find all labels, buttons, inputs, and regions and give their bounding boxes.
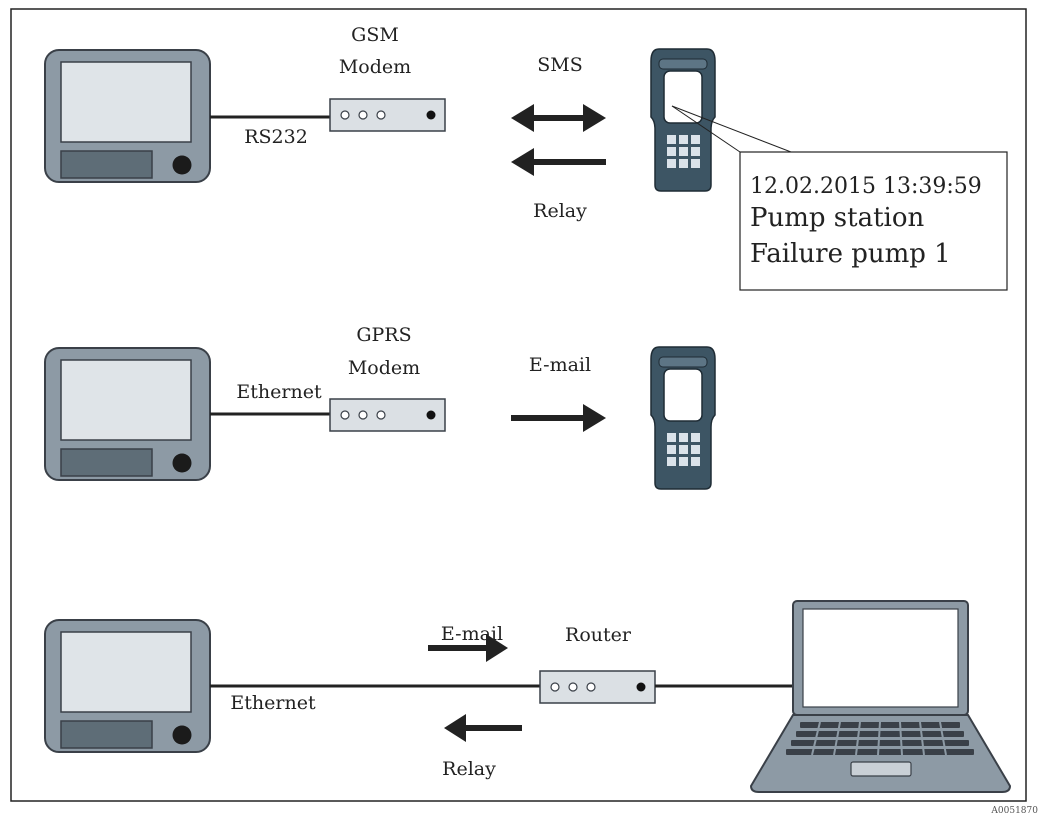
mobile-phone-icon [650, 48, 716, 192]
sms-message-box [739, 151, 1008, 291]
message-timestamp: 12.02.2015 13:39:59 [750, 174, 982, 199]
message-line-failure: Failure pump 1 [750, 239, 951, 269]
mobile-phone-icon-2 [650, 346, 716, 490]
gprs-label-line2: Modem [348, 357, 420, 379]
sms-label: SMS [537, 54, 583, 76]
ethernet-label-2: Ethernet [230, 692, 316, 714]
router-label: Router [565, 624, 632, 646]
bidirectional-arrow-icon [511, 104, 606, 132]
gsm-label-line2: Modem [339, 56, 411, 78]
relay-label-2: Relay [442, 758, 496, 780]
gsm-modem [329, 98, 446, 132]
relay-label-1: Relay [533, 200, 587, 222]
relay-arrow-icon-2 [444, 714, 522, 742]
figure-id: A0051870 [990, 806, 1038, 816]
message-line-station: Pump station [750, 203, 925, 233]
rs232-label: RS232 [244, 126, 308, 148]
relay-arrow-icon [511, 148, 606, 176]
email-label-1: E-mail [529, 354, 591, 376]
gprs-label-line1: GPRS [356, 324, 411, 346]
gprs-modem [329, 398, 446, 432]
recorder-device-3 [44, 619, 211, 753]
email-arrow-icon-2 [428, 634, 508, 662]
ethernet-label-1: Ethernet [236, 381, 322, 403]
router [539, 670, 656, 704]
recorder-device-2 [44, 347, 211, 481]
recorder-device-1 [44, 49, 211, 183]
callout-line-2 [671, 105, 741, 153]
gsm-label-line1: GSM [351, 24, 399, 46]
email-arrow-icon [511, 404, 606, 432]
laptop-icon [749, 600, 1012, 793]
diagram-border [10, 8, 1027, 802]
